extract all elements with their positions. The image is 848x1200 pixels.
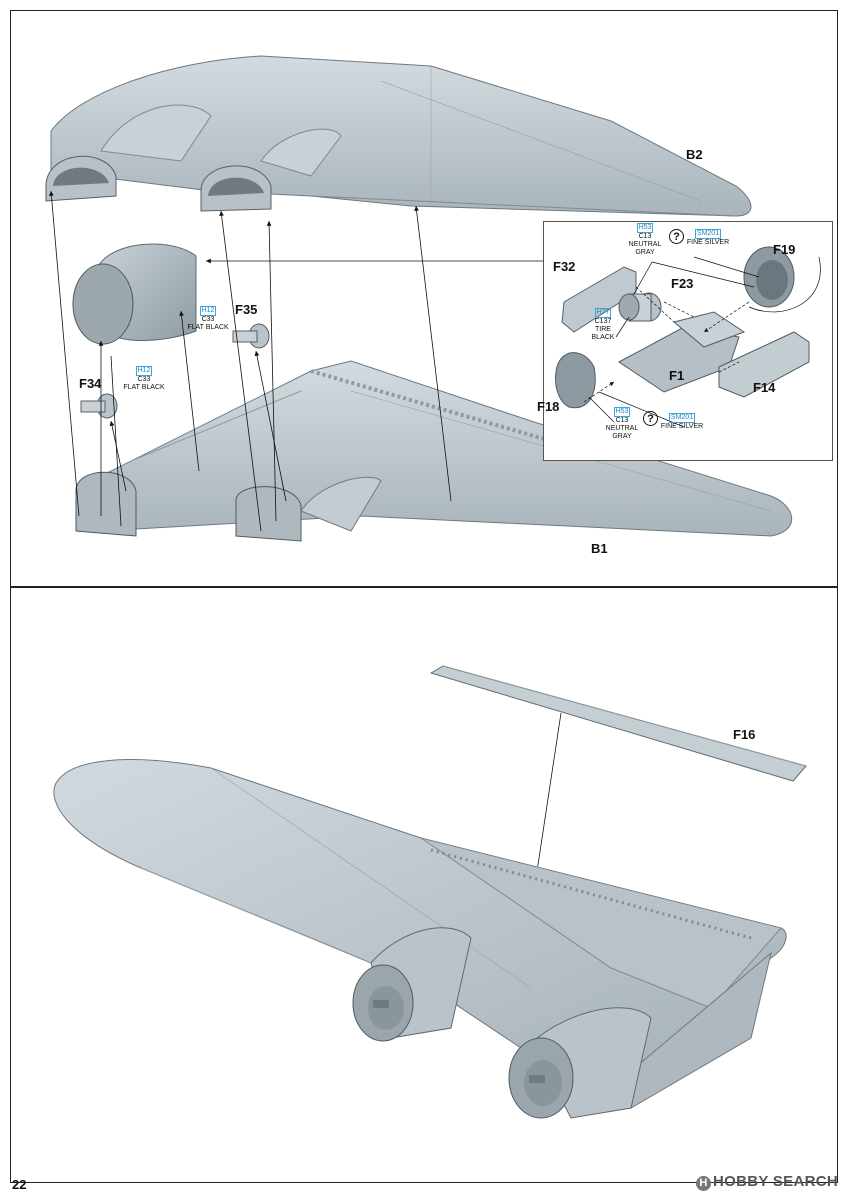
- part-label-f34: F34: [79, 376, 102, 391]
- part-f23-wheel: [618, 292, 662, 322]
- part-label-b1: B1: [591, 541, 608, 556]
- question-mark-icon: ?: [669, 229, 684, 244]
- paint-code: SM201: [668, 413, 696, 423]
- part-label-f35: F35: [235, 302, 258, 317]
- part-f32-door: [561, 266, 637, 333]
- part-label-f32: F32: [553, 259, 576, 274]
- part-label-f18: F18: [537, 399, 560, 414]
- wing-assembly-illustration-bottom: [53, 665, 807, 1119]
- part-f16-flap-strip: [429, 665, 807, 782]
- nacelle-inboard: [352, 927, 472, 1042]
- wing-assembly-illustration-top: [45, 55, 793, 542]
- paint-code: H12: [199, 306, 217, 316]
- paint-code: H77: [594, 308, 612, 318]
- paint-alt-code: C13: [638, 233, 652, 240]
- nacelle-outboard: [508, 1007, 652, 1119]
- subassembly-guide-lines: [583, 256, 821, 428]
- paint-code: H53: [613, 407, 631, 417]
- part-label-f16: F16: [733, 727, 756, 742]
- paint-callout-silver-bottom: SM201 FINE SILVER: [657, 413, 707, 431]
- page-number: 22: [12, 1177, 27, 1192]
- part-engine-cowl: [72, 243, 197, 345]
- paint-alt-code: C33: [137, 376, 151, 383]
- part-label-f1: F1: [669, 368, 685, 383]
- assembly-step-bottom: F16: [10, 587, 838, 1183]
- paint-callout-gray-bottom: H53 C13 NEUTRAL GRAY: [603, 407, 641, 441]
- paint-code: H12: [135, 366, 153, 376]
- part-label-f19: F19: [773, 242, 796, 257]
- part-f35-shaft: [232, 323, 270, 349]
- paint-name: FLAT BLACK: [123, 384, 165, 391]
- paint-callout-f34: H12 C33 FLAT BLACK: [121, 366, 167, 392]
- part-f14-fairing: [718, 331, 810, 398]
- part-f34-shaft: [80, 393, 118, 419]
- paint-name: NEUTRAL GRAY: [605, 425, 639, 440]
- watermark-logo-icon: H: [695, 1176, 711, 1191]
- paint-name: TIRE BLACK: [591, 326, 615, 341]
- paint-callout-tire: H77 C137 TIRE BLACK: [583, 308, 623, 342]
- paint-name: NEUTRAL GRAY: [628, 241, 662, 256]
- paint-callout-silver-top: SM201 FINE SILVER: [683, 229, 733, 247]
- paint-name: FINE SILVER: [686, 239, 730, 246]
- part-f19-bulkhead: [743, 246, 795, 308]
- part-b2-upper-wing: [45, 55, 752, 217]
- watermark-text: HOBBY SEARCH: [712, 1173, 838, 1190]
- paint-alt-code: C13: [615, 417, 629, 424]
- paint-callout-f35: H12 C33 FLAT BLACK: [185, 306, 231, 332]
- paint-name: FLAT BLACK: [187, 324, 229, 331]
- landing-gear-subassembly-inset: [543, 221, 833, 461]
- subassembly-illustration: [555, 246, 821, 428]
- assembly-step-top: B2 B1 F35 F34 F32 F23 F19 F1 F14 F18 H12…: [10, 10, 838, 587]
- paint-code: H53: [636, 223, 654, 233]
- part-f1-well: [618, 311, 746, 393]
- paint-alt-code: C33: [201, 316, 215, 323]
- part-label-f23: F23: [671, 276, 694, 291]
- part-f18-bulkhead: [555, 352, 596, 409]
- part-label-f14: F14: [753, 380, 776, 395]
- part-assembled-wing: [53, 759, 787, 1119]
- part-label-b2: B2: [686, 147, 703, 162]
- assembly-guide-lines: [49, 190, 543, 532]
- paint-code: SM201: [694, 229, 722, 239]
- paint-callout-gray-top: H53 C13 NEUTRAL GRAY: [626, 223, 664, 257]
- paint-name: FINE SILVER: [660, 423, 704, 430]
- paint-alt-code: C137: [594, 318, 612, 325]
- question-mark-icon: ?: [643, 411, 658, 426]
- assembly-guide-line: [535, 712, 562, 879]
